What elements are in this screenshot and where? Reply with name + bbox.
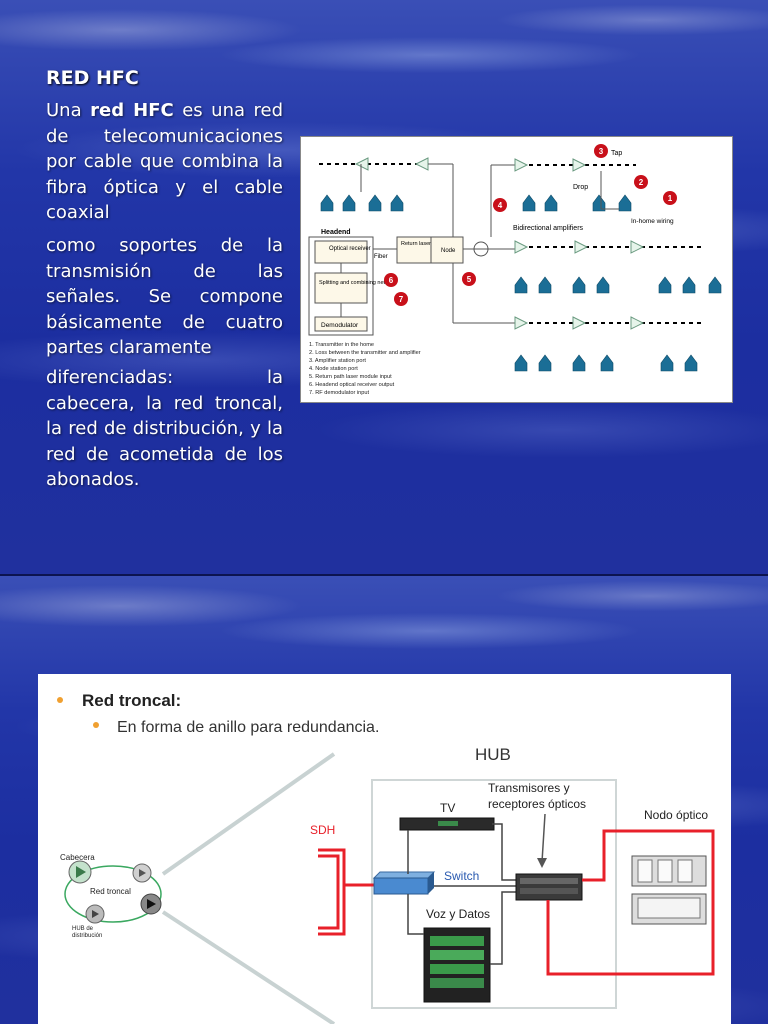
headend-box: Headend Optical receiver Splitting and c… (308, 229, 515, 336)
troncal-diagram-svg: Red troncal: En forma de anillo para red… (57, 691, 715, 1024)
label-voz-datos: Voz y Datos (426, 907, 490, 921)
marker-4: 4 (498, 201, 503, 210)
switch-device (372, 871, 436, 895)
slide-2: Red troncal: En forma de anillo para red… (0, 576, 768, 1024)
nodo-optico-device (631, 855, 707, 925)
label-tap: Tap (611, 150, 622, 157)
label-fiber: Fiber (374, 254, 388, 260)
hub-links (407, 823, 516, 965)
intro-rest: es una red de telecomunicaciones por cab… (46, 100, 284, 223)
label-headend: Headend (321, 229, 351, 236)
diagram-legend: 1. Transmitter in the home 2. Loss betwe… (309, 342, 421, 396)
label-hub-dist-1: HUB de (72, 926, 94, 932)
sdh-lines (318, 848, 378, 936)
label-sdh: SDH (310, 823, 335, 837)
label-nodo-optico: Nodo óptico (644, 808, 708, 822)
fiber-ring (546, 829, 715, 976)
hub-label: HUB (475, 745, 511, 764)
label-cabecera: Cabecera (60, 853, 95, 862)
ring-connector (161, 910, 336, 1024)
hub-box (371, 779, 617, 1009)
legend-item: 4. Node station port (309, 366, 358, 372)
voz-datos-rack (423, 927, 491, 1003)
paragraph-2: como soportes de la transmisión de las s… (46, 235, 283, 358)
paragraph-intro: Una red HFC es una red de telecomunicaci… (46, 98, 283, 226)
hfc-network-diagram: Tap Drop In-home wiring Bidirectional am… (300, 136, 733, 403)
slide-1: RED HFC Una red HFC es una red de teleco… (0, 0, 768, 576)
legend-item: 7. RF demodulator input (309, 390, 369, 396)
middle-branch (491, 240, 722, 294)
label-hub-dist-2: distribución (72, 933, 102, 939)
label-switch: Switch (444, 869, 479, 883)
marker-1: 1 (668, 194, 673, 203)
ring-network (64, 860, 162, 924)
bullet-dot (57, 697, 63, 703)
legend-item: 1. Transmitter in the home (309, 342, 374, 348)
intro-bold: red HFC (90, 100, 174, 121)
intro-prefix: Una (46, 100, 91, 121)
legend-item: 2. Loss between the transmitter and ampl… (309, 350, 421, 356)
label-transmisores-2: receptores ópticos (488, 797, 586, 811)
paragraph-3: diferenciadas: la cabecera, la red tronc… (46, 367, 283, 490)
marker-5: 5 (467, 275, 472, 284)
label-node: Node (441, 248, 456, 254)
transmisores-pointer (541, 813, 546, 863)
marker-6: 6 (389, 276, 394, 285)
label-demodulator: Demodulator (321, 322, 359, 329)
red-troncal-panel: Red troncal: En forma de anillo para red… (38, 674, 731, 1024)
hfc-diagram-svg: Tap Drop In-home wiring Bidirectional am… (308, 144, 722, 396)
legend-item: 3. Amplifier station port (309, 358, 366, 364)
top-right-branch: Tap Drop In-home wiring Bidirectional am… (490, 150, 674, 237)
label-bidir: Bidirectional amplifiers (513, 225, 584, 232)
number-markers: 1 2 3 4 5 6 7 (384, 144, 677, 306)
marker-2: 2 (639, 178, 644, 187)
bottom-branch (514, 316, 701, 372)
slide-separator (0, 574, 768, 577)
legend-item: 6. Headend optical receiver output (309, 382, 395, 388)
label-tv: TV (440, 801, 455, 815)
top-left-trunk (319, 157, 454, 237)
optical-transceiver (515, 873, 583, 901)
label-transmisores-1: Transmisores y (488, 781, 570, 795)
marker-7: 7 (399, 295, 404, 304)
label-splitting: Splitting and combining network (319, 280, 397, 286)
bullet-red-troncal: Red troncal: (82, 691, 181, 710)
marker-3: 3 (599, 147, 604, 156)
label-in-home: In-home wiring (631, 218, 674, 225)
ring-connector (161, 752, 336, 876)
slide-title: RED HFC (46, 67, 139, 89)
label-optical-receiver: Optical receiver (329, 246, 371, 252)
bullet-anillo: En forma de anillo para redundancia. (117, 719, 379, 736)
label-return-laser: Return laser module (401, 241, 451, 247)
label-red-troncal-ring: Red troncal (90, 887, 131, 896)
label-drop: Drop (573, 184, 588, 191)
bullet-dot (93, 722, 99, 728)
legend-item: 5. Return path laser module input (309, 374, 392, 380)
